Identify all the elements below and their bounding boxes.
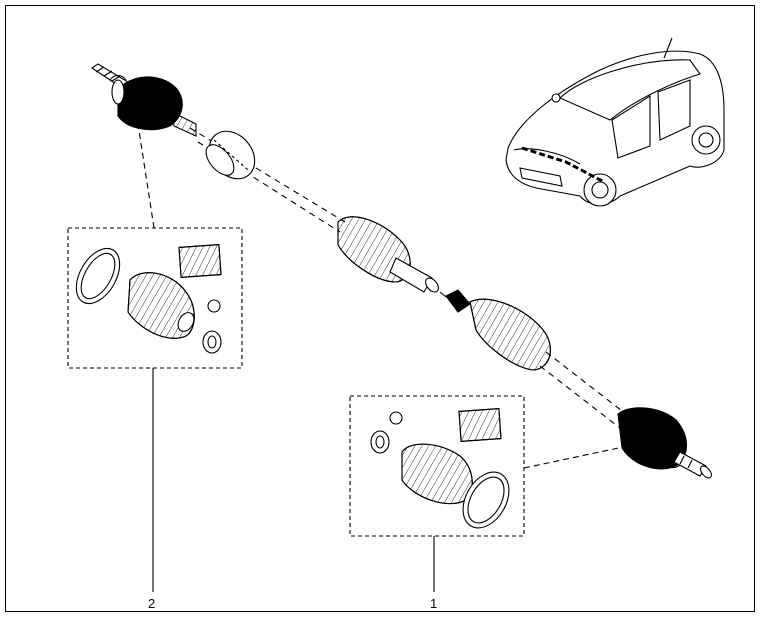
drive-shaft-assembly [91, 63, 712, 479]
vehicle-location-vignette [505, 37, 725, 207]
outer-circlip [389, 411, 403, 425]
outer-kit-leader [523, 445, 629, 469]
shaft-damper [205, 130, 256, 180]
inner-kit-leader [137, 123, 155, 229]
inner-cv-joint-housing [109, 74, 183, 131]
outer-grease-pack [458, 408, 502, 442]
inner-grease-pack [178, 244, 222, 278]
outer-boot-kit [349, 395, 629, 592]
middle-cv-boot-right [445, 289, 551, 371]
car-window-rear [657, 79, 691, 141]
inner-boot-kit-box [67, 227, 243, 369]
outer-cv-boot-part [401, 443, 473, 505]
car-window-front [611, 95, 651, 159]
car-mirror [551, 93, 561, 103]
diagram-frame [5, 5, 755, 612]
car-driveshaft-highlight [521, 146, 605, 184]
middle-cv-boot-left [337, 216, 447, 298]
callout-1-label: 1 [430, 596, 438, 611]
inner-circlip [207, 299, 221, 313]
car-antenna [663, 37, 673, 59]
inner-cv-boot [171, 111, 197, 137]
outer-stub-shaft [673, 451, 712, 479]
outer-boot-kit-box [349, 395, 525, 537]
outer-shaft [539, 351, 627, 429]
callout-2-label: 2 [148, 596, 156, 611]
inner-boot-kit [67, 123, 243, 592]
